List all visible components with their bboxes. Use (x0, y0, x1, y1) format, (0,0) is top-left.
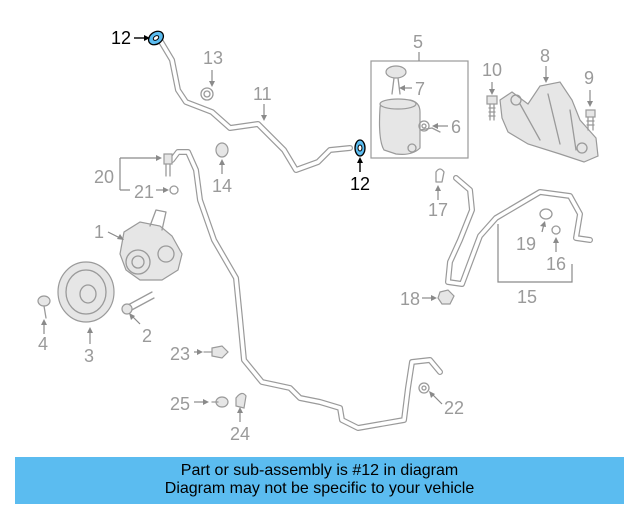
callout-22: 22 (444, 398, 464, 418)
callout-25: 25 (170, 394, 190, 414)
washer-22 (418, 382, 430, 394)
callout-8: 8 (540, 46, 550, 66)
clamp-12-upper[interactable] (146, 28, 166, 47)
clamp-12-lower[interactable] (354, 139, 366, 157)
return-hose-upper (157, 37, 353, 173)
callout-12-lower: 12 (350, 174, 370, 194)
callout-20: 20 (94, 167, 114, 187)
reservoir-clamp (418, 120, 430, 132)
bolt-9 (585, 109, 596, 131)
callout-13: 13 (203, 48, 223, 68)
callout-19: 19 (516, 234, 536, 254)
callout-9: 9 (584, 68, 594, 88)
bolt-16 (551, 225, 561, 235)
cooler-line (445, 175, 593, 287)
callout-labels: 1 2 3 4 5 6 7 8 9 10 11 12 12 13 14 15 1… (38, 28, 594, 444)
callout-5: 5 (413, 32, 423, 52)
callout-23: 23 (170, 344, 190, 364)
grommet-14 (215, 142, 229, 158)
callout-7: 7 (415, 79, 425, 99)
callout-18: 18 (400, 289, 420, 309)
callout-4: 4 (38, 334, 48, 354)
sensor-23 (203, 345, 229, 359)
callout-6: 6 (451, 117, 461, 137)
leaders (41, 35, 593, 422)
power-steering-pump (119, 209, 183, 281)
callout-12-upper: 12 (111, 28, 131, 48)
callout-17: 17 (428, 200, 448, 220)
callout-3: 3 (84, 346, 94, 366)
washer-21 (169, 185, 179, 195)
callout-10: 10 (482, 60, 502, 80)
bolt-25 (211, 396, 229, 408)
bolt-4 (37, 295, 51, 319)
callout-2: 2 (142, 326, 152, 346)
callout-11: 11 (253, 84, 272, 104)
nut-18 (437, 289, 455, 305)
reservoir (378, 98, 441, 155)
callout-16: 16 (546, 254, 566, 274)
callout-14: 14 (212, 176, 232, 196)
dipstick-cap (385, 65, 407, 95)
bolt-10 (486, 95, 498, 121)
callout-24: 24 (230, 424, 250, 444)
pressure-line (169, 149, 443, 431)
pulley (57, 261, 115, 323)
banner-line-1: Part or sub-assembly is #12 in diagram (180, 462, 459, 479)
banner-line-2: Diagram may not be specific to your vehi… (164, 480, 475, 497)
clamp-13 (200, 87, 214, 101)
callout-15: 15 (517, 287, 537, 307)
clip-24 (235, 392, 247, 409)
callout-21: 21 (134, 182, 154, 202)
callout-1: 1 (94, 222, 104, 242)
pump-bracket (499, 81, 599, 163)
info-banner: Part or sub-assembly is #12 in diagram D… (15, 457, 624, 504)
fitting-20 (163, 153, 173, 177)
clip-17 (435, 168, 445, 183)
bolt-2 (121, 291, 155, 315)
washer-19 (539, 208, 553, 220)
